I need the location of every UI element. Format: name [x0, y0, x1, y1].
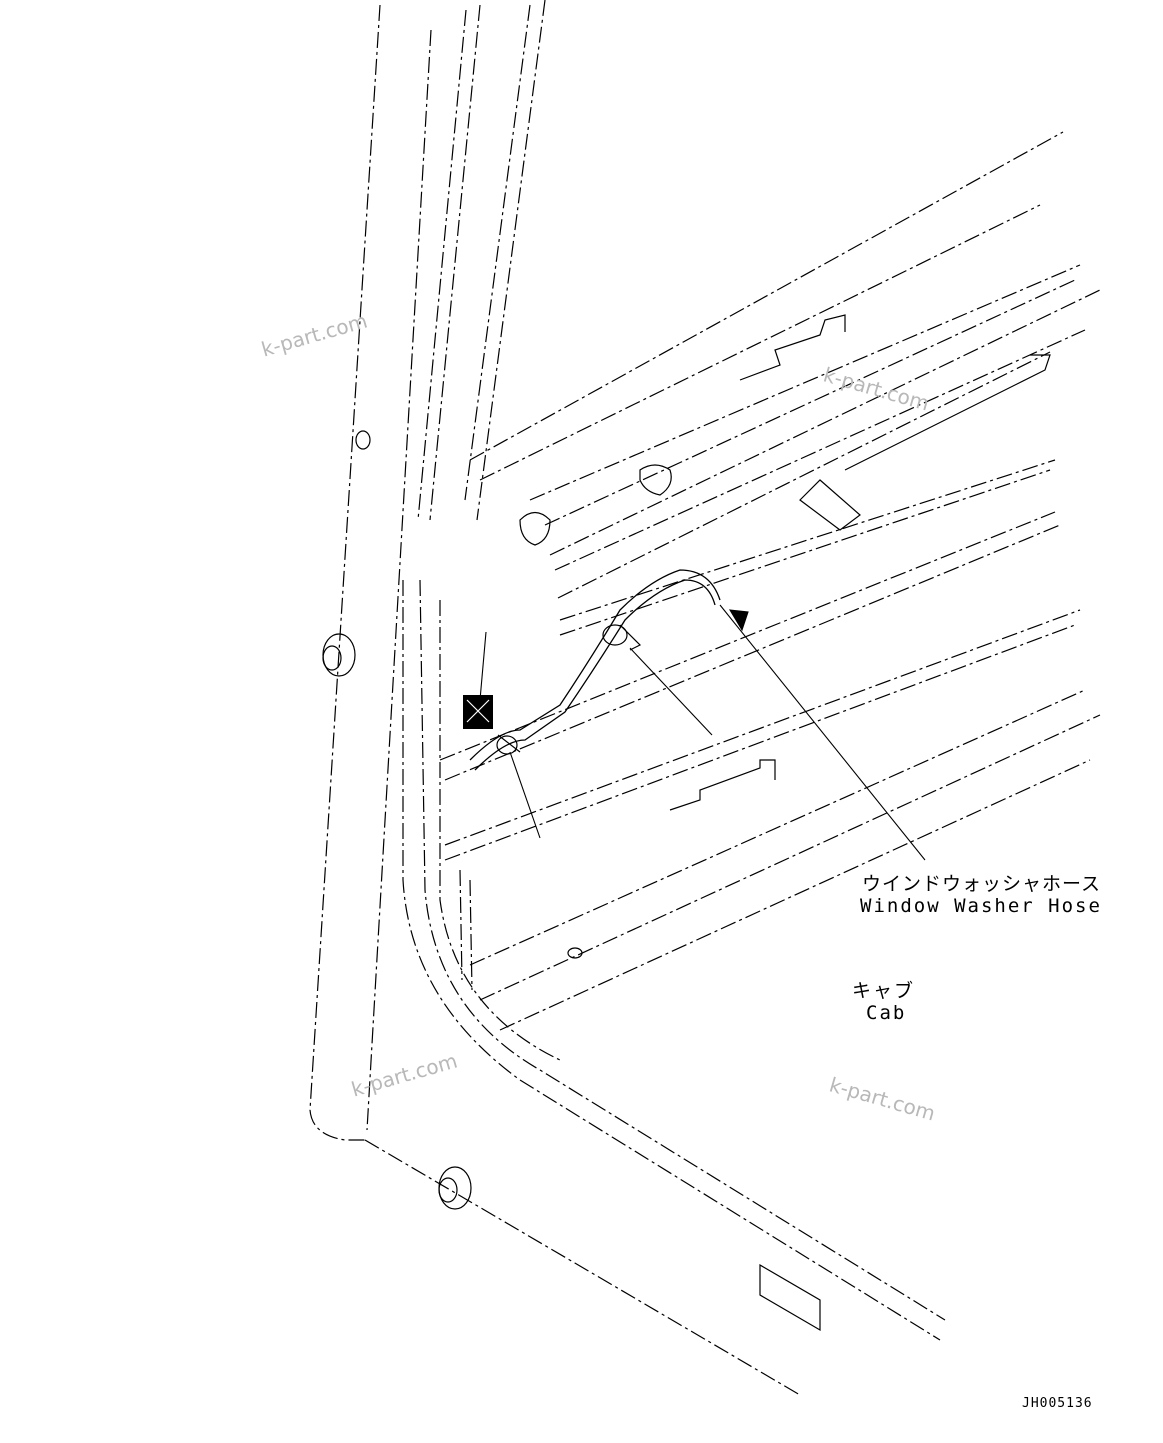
drawing-code: JH005136 — [1022, 1396, 1093, 1411]
bracket-details — [322, 314, 1051, 1332]
roof-rails — [439, 131, 1101, 1031]
washer-hose-label-en: Window Washer Hose — [860, 895, 1102, 917]
lower-arch — [364, 579, 946, 1396]
cab-label-en: Cab — [866, 1002, 907, 1024]
washer-hose-label-jp: ウインドウォッシャホース — [862, 873, 1102, 895]
washer-hose — [469, 569, 721, 771]
leader-lines — [479, 604, 926, 861]
left-pillar — [309, 0, 546, 1141]
cab-label-jp: キャブ — [852, 980, 916, 1002]
hose-clamps — [463, 624, 642, 755]
